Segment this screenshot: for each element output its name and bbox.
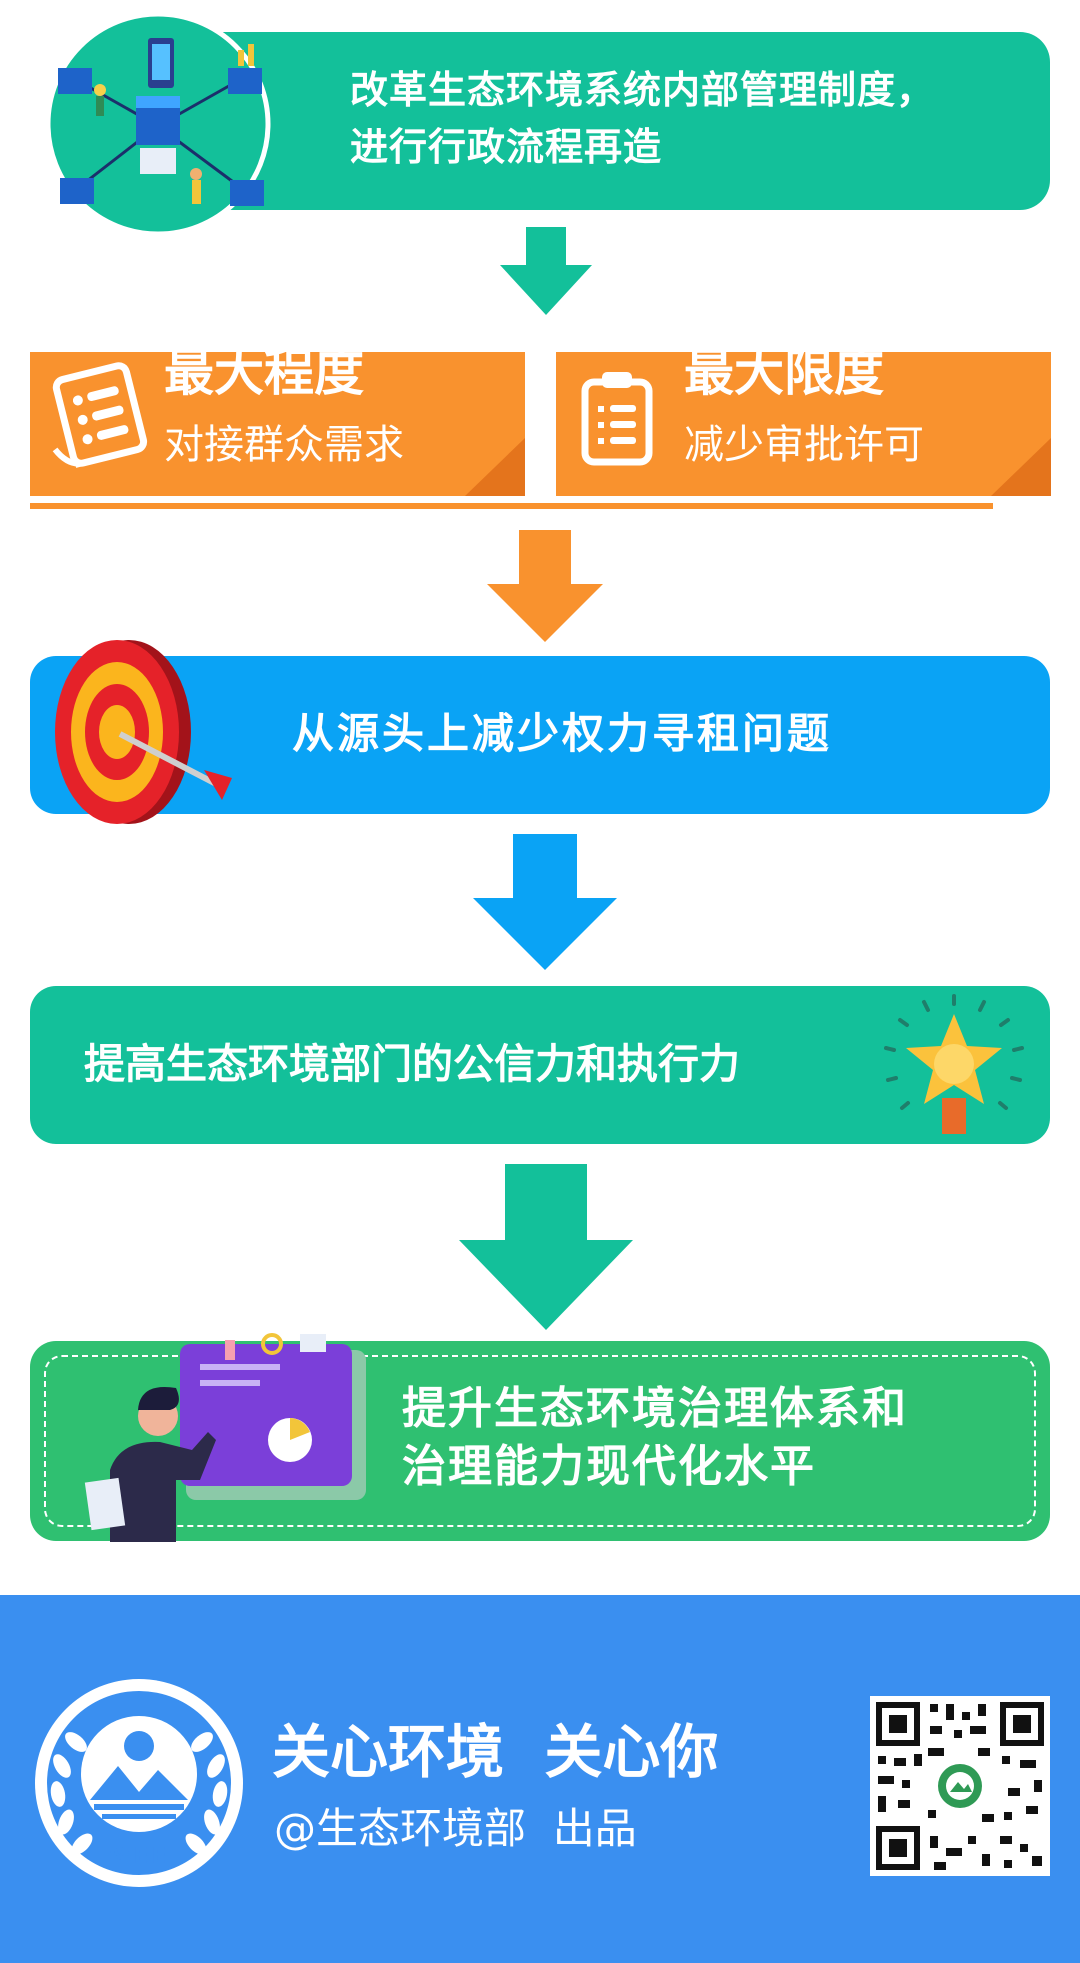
step2-right-box — [556, 352, 1051, 496]
mee-logo — [32, 1676, 246, 1894]
arrow-down-icon — [487, 530, 603, 646]
arrow-down-icon — [473, 834, 617, 974]
step2-left-box — [30, 352, 525, 496]
step3-text: 从源头上减少权力寻租问题 — [292, 709, 833, 758]
footer-slogan: 关心环境 关心你 — [272, 1718, 719, 1786]
fold-corner — [991, 438, 1051, 500]
star-icon — [874, 990, 1034, 1144]
step1-text: 改革生态环境系统内部管理制度， 进行行政流程再造 — [350, 68, 936, 169]
step2-left-subtitle: 对接群众需求 — [164, 422, 404, 468]
presenter-illustration — [80, 1330, 380, 1546]
network-illustration — [38, 8, 288, 248]
step5-dashed-border — [44, 1355, 1036, 1527]
logo-text: MEE — [108, 1844, 170, 1869]
step2-left-title: 最大程度 — [164, 344, 364, 402]
arrow-down-icon — [500, 227, 592, 319]
fold-corner — [465, 438, 525, 500]
step5-text: 提升生态环境治理体系和 治理能力现代化水平 — [402, 1383, 908, 1492]
footer-credit: @生态环境部 出品 — [274, 1804, 637, 1853]
step2-right-title: 最大限度 — [684, 344, 884, 402]
step3-box — [30, 656, 1050, 814]
arrow-down-icon — [459, 1164, 633, 1334]
document-icon — [38, 360, 158, 474]
step4-text: 提高生态环境部门的公信力和执行力 — [84, 1040, 740, 1088]
qr-code[interactable] — [870, 1696, 1050, 1876]
clipboard-icon — [580, 370, 654, 470]
step4-box — [30, 986, 1050, 1144]
step2-right-subtitle: 减少审批许可 — [684, 422, 924, 468]
divider — [30, 503, 993, 509]
target-icon — [34, 630, 234, 834]
step1-box — [140, 32, 1050, 210]
